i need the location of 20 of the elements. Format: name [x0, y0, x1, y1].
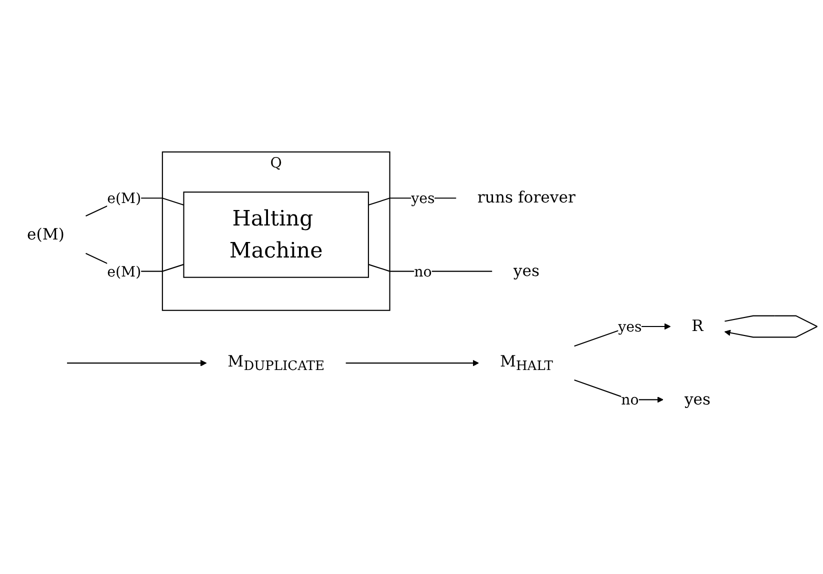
edge-label: no — [414, 262, 432, 280]
edge-label: e(M) — [107, 190, 142, 207]
edge-label: e(M) — [107, 262, 142, 280]
node-text: R — [692, 318, 704, 336]
node-text: runs forever — [477, 189, 576, 208]
edge-label: yes — [618, 318, 642, 336]
node-text: yes — [513, 262, 540, 280]
arrow — [574, 323, 671, 347]
arrow — [574, 379, 664, 403]
arrow — [67, 360, 207, 366]
arrow — [346, 360, 479, 366]
node-text: M$_{DUPLICATE}$ — [228, 352, 324, 374]
node-box: Halting Machine — [183, 192, 369, 278]
node-text: e(M) — [26, 226, 64, 244]
node-text: yes — [684, 390, 711, 409]
node-text: M$_{HALT}$ — [500, 352, 553, 374]
edge-label: yes — [411, 190, 435, 207]
arrow — [724, 315, 818, 338]
edge-label: no — [621, 391, 639, 408]
connector — [368, 264, 492, 272]
